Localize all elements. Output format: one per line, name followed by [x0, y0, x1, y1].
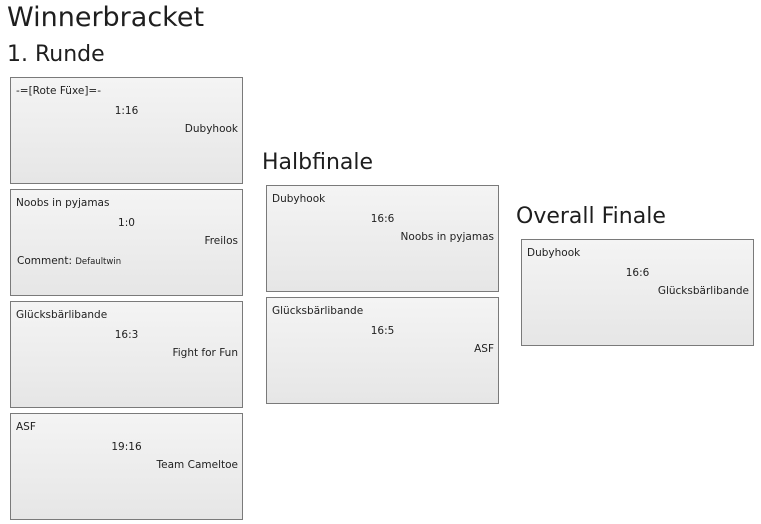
match-card[interactable]: Glücksbärlibande 16:3 Fight for Fun: [10, 301, 243, 408]
round-title-3: Overall Finale: [516, 204, 666, 229]
match-card[interactable]: Dubyhook 16:6 Glücksbärlibande: [521, 239, 754, 346]
team2-name: Freilos: [204, 235, 238, 247]
round-title-1: 1. Runde: [7, 42, 105, 67]
match-comment: Comment: Defaultwin: [17, 255, 121, 267]
team2-name: Fight for Fun: [172, 347, 238, 359]
match-score: 16:6: [625, 267, 650, 279]
team1-name: Dubyhook: [272, 193, 326, 205]
team2-name: Dubyhook: [184, 123, 238, 135]
team1-name: ASF: [16, 421, 36, 433]
match-score: 19:16: [111, 441, 142, 453]
team2-name: Glücksbärlibande: [657, 285, 749, 297]
comment-label: Comment:: [17, 255, 72, 267]
team1-name: Glücksbärlibande: [272, 305, 364, 317]
match-score: 16:3: [114, 329, 139, 341]
match-card[interactable]: Glücksbärlibande 16:5 ASF: [266, 297, 499, 404]
match-card[interactable]: Noobs in pyjamas 1:0 Freilos Comment: De…: [10, 189, 243, 296]
team2-name: ASF: [474, 343, 494, 355]
comment-value: Defaultwin: [75, 257, 122, 267]
match-card[interactable]: -=[Rote Füxe]=- 1:16 Dubyhook: [10, 77, 243, 184]
page-title: Winnerbracket: [7, 2, 205, 33]
team2-name: Team Cameltoe: [156, 459, 238, 471]
team1-name: Noobs in pyjamas: [16, 197, 110, 209]
match-card[interactable]: Dubyhook 16:6 Noobs in pyjamas: [266, 185, 499, 292]
team1-name: -=[Rote Füxe]=-: [16, 85, 101, 97]
match-score: 16:5: [370, 325, 395, 337]
team1-name: Dubyhook: [527, 247, 581, 259]
team2-name: Noobs in pyjamas: [400, 231, 494, 243]
match-score: 1:16: [114, 105, 139, 117]
team1-name: Glücksbärlibande: [16, 309, 108, 321]
match-score: 16:6: [370, 213, 395, 225]
match-score: 1:0: [118, 217, 135, 229]
round-title-2: Halbfinale: [262, 150, 374, 175]
match-card[interactable]: ASF 19:16 Team Cameltoe: [10, 413, 243, 520]
